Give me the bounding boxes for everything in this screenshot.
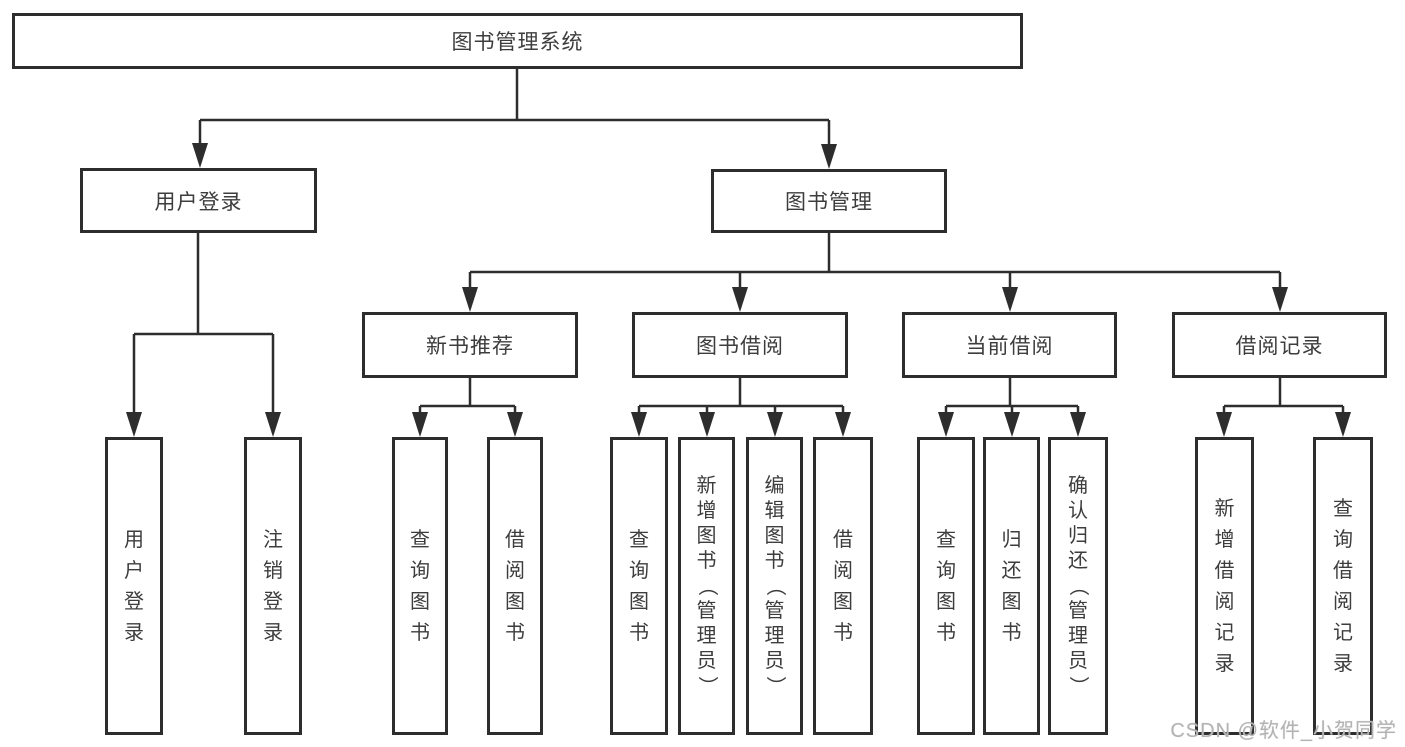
csdn-watermark: CSDN @软件_小贺同学: [1170, 720, 1397, 742]
leaf-return-book: 归还图书: [983, 437, 1040, 735]
leaf-confirm-return-admin: 确认归还（管理员）: [1048, 437, 1108, 735]
node-root-system: 图书管理系统: [12, 13, 1023, 69]
arrowheads: [126, 143, 1351, 437]
leaf-borrow-books-2: 借阅图书: [813, 437, 873, 735]
leaf-edit-book-admin: 编辑图书（管理员）: [746, 437, 803, 735]
node-current-borrow: 当前借阅: [902, 312, 1117, 378]
leaf-logout: 注销登录: [244, 437, 302, 735]
node-new-book-recommend: 新书推荐: [362, 312, 578, 378]
node-book-management: 图书管理: [711, 169, 947, 233]
leaf-add-book-admin: 新增图书（管理员）: [678, 437, 735, 735]
node-user-login: 用户登录: [80, 168, 317, 233]
node-borrow-records: 借阅记录: [1172, 312, 1387, 378]
leaf-borrow-books-1: 借阅图书: [487, 437, 543, 735]
leaf-add-borrow-record: 新增借阅记录: [1195, 437, 1254, 735]
node-book-borrow: 图书借阅: [632, 312, 848, 378]
leaf-query-books-3: 查询图书: [917, 437, 975, 735]
leaf-query-borrow-record: 查询借阅记录: [1313, 437, 1373, 735]
leaf-user-login: 用户登录: [105, 437, 163, 735]
leaf-query-books-2: 查询图书: [610, 437, 668, 735]
leaf-query-books-1: 查询图书: [392, 437, 448, 735]
